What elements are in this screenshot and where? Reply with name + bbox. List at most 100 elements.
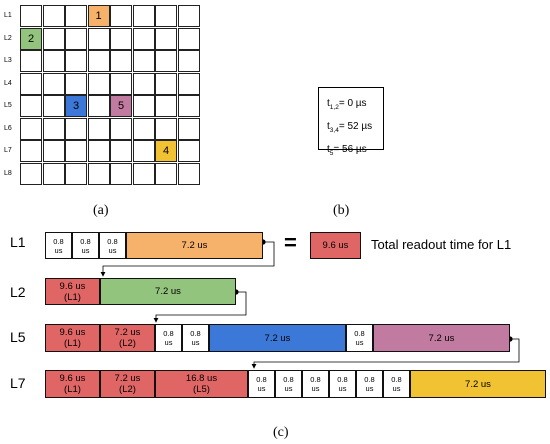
grid-cell (155, 50, 177, 72)
l2-wait: 9.6 us (L1) (45, 278, 100, 305)
grid-cell (110, 27, 132, 50)
grid-row-label: L5 (4, 102, 12, 109)
grid-cell (132, 27, 155, 50)
l5-wait-l2: 7.2 us (L2) (100, 324, 155, 352)
grid-cell (177, 72, 200, 95)
l2-readout: 7.2 us (100, 278, 236, 305)
l5-short-2: 0.8 us (182, 324, 209, 352)
l1-short-2: 0.8 us (72, 232, 99, 259)
grid-cell (132, 140, 155, 162)
grid-cell (42, 5, 65, 27)
grid-cell (110, 5, 132, 27)
grid-cell (177, 162, 200, 185)
t34-line: t3,4= 52 µs (327, 121, 373, 134)
grid-cell (177, 50, 200, 72)
grid-cell (20, 50, 42, 72)
l7-wait-l5: 16.8 us (L5) (155, 370, 248, 398)
grid-cell (87, 72, 110, 95)
grid-row-label: L3 (4, 57, 12, 64)
l1-short-1: 0.8 us (45, 232, 72, 259)
grid-cell (65, 27, 87, 50)
grid-cell (132, 5, 155, 27)
grid-cell (42, 72, 65, 95)
l5-wait-l1: 9.6 us (L1) (45, 324, 100, 352)
caption-b: (b) (333, 203, 350, 218)
grid-cell (110, 140, 132, 162)
l7-wait-l2: 7.2 us (L2) (100, 370, 155, 398)
grid-row-label: L7 (4, 147, 12, 154)
grid-cell (87, 50, 110, 72)
caption-a: (a) (93, 203, 109, 218)
grid-cell (42, 117, 65, 140)
grid-cell (20, 162, 42, 185)
grid-row-label: L8 (4, 169, 12, 177)
timestamp-box: t1,2= 0 µs t3,4= 52 µs t5= 56 µs (318, 87, 384, 157)
grid-cell (20, 5, 42, 27)
l7-short-5: 0.8 us (356, 370, 383, 398)
grid-cell (177, 5, 200, 27)
grid-cell (42, 95, 65, 117)
row-label-l1: L1 (10, 234, 26, 250)
grid-cell-highlighted: 1 (87, 5, 110, 27)
grid-cell (20, 117, 42, 140)
grid-cell (65, 162, 87, 185)
l7-short-4: 0.8 us (329, 370, 356, 398)
grid-cell (20, 95, 42, 117)
grid-cell (42, 50, 65, 72)
grid-cell (42, 140, 65, 162)
grid-cell (132, 162, 155, 185)
grid-cell (155, 162, 177, 185)
l7-readout: 7.2 us (410, 370, 546, 398)
grid-cell (155, 95, 177, 117)
grid-cell (110, 117, 132, 140)
l7-short-2: 0.8 us (275, 370, 302, 398)
grid-cell (65, 5, 87, 27)
caption-c: (c) (273, 425, 289, 440)
grid-cell (132, 95, 155, 117)
grid-cell (155, 72, 177, 95)
grid-cell (177, 27, 200, 50)
grid-cell (87, 117, 110, 140)
row-label-l2: L2 (10, 284, 26, 300)
grid-cell (132, 72, 155, 95)
l5-short-3: 0.8 us (346, 324, 373, 352)
grid-cell (20, 140, 42, 162)
grid-cell (155, 117, 177, 140)
grid-cell (65, 140, 87, 162)
grid-cell (132, 50, 155, 72)
l7-short-6: 0.8 us (383, 370, 410, 398)
l5-short-1: 0.8 us (155, 324, 182, 352)
arrow-l2-to-l5 (153, 291, 247, 323)
grid-row-label: L1 (4, 12, 12, 19)
grid-cell (65, 72, 87, 95)
row-label-l5: L5 (10, 329, 26, 345)
grid-cell-highlighted: 2 (20, 27, 42, 50)
l1-readout: 7.2 us (126, 232, 263, 259)
grid-cell (65, 50, 87, 72)
arrow-l1-to-l2 (100, 241, 275, 277)
grid-cell (155, 5, 177, 27)
total-text: Total readout time for L1 (371, 237, 512, 252)
t5-line: t5= 56 µs (327, 144, 367, 157)
grid-cell (65, 117, 87, 140)
equals-sign: = (284, 230, 297, 255)
grid-cell (110, 50, 132, 72)
l7-short-1: 0.8 us (248, 370, 275, 398)
grid-cell-highlighted: 3 (65, 95, 87, 117)
grid-row-label: L4 (4, 79, 12, 87)
grid-cell (42, 27, 65, 50)
grid-cell (87, 140, 110, 162)
total-box: 9.6 us (310, 232, 361, 259)
grid-cell (177, 95, 200, 117)
l1-short-3: 0.8 us (99, 232, 126, 259)
grid-row-label: L2 (4, 34, 12, 42)
grid-cell (87, 27, 110, 50)
row-label-l7: L7 (10, 375, 26, 391)
grid-cell (110, 162, 132, 185)
grid-cell (155, 27, 177, 50)
l7-wait-l1: 9.6 us (L1) (45, 370, 100, 398)
grid-cell (177, 117, 200, 140)
grid-row-label: L6 (4, 124, 12, 132)
